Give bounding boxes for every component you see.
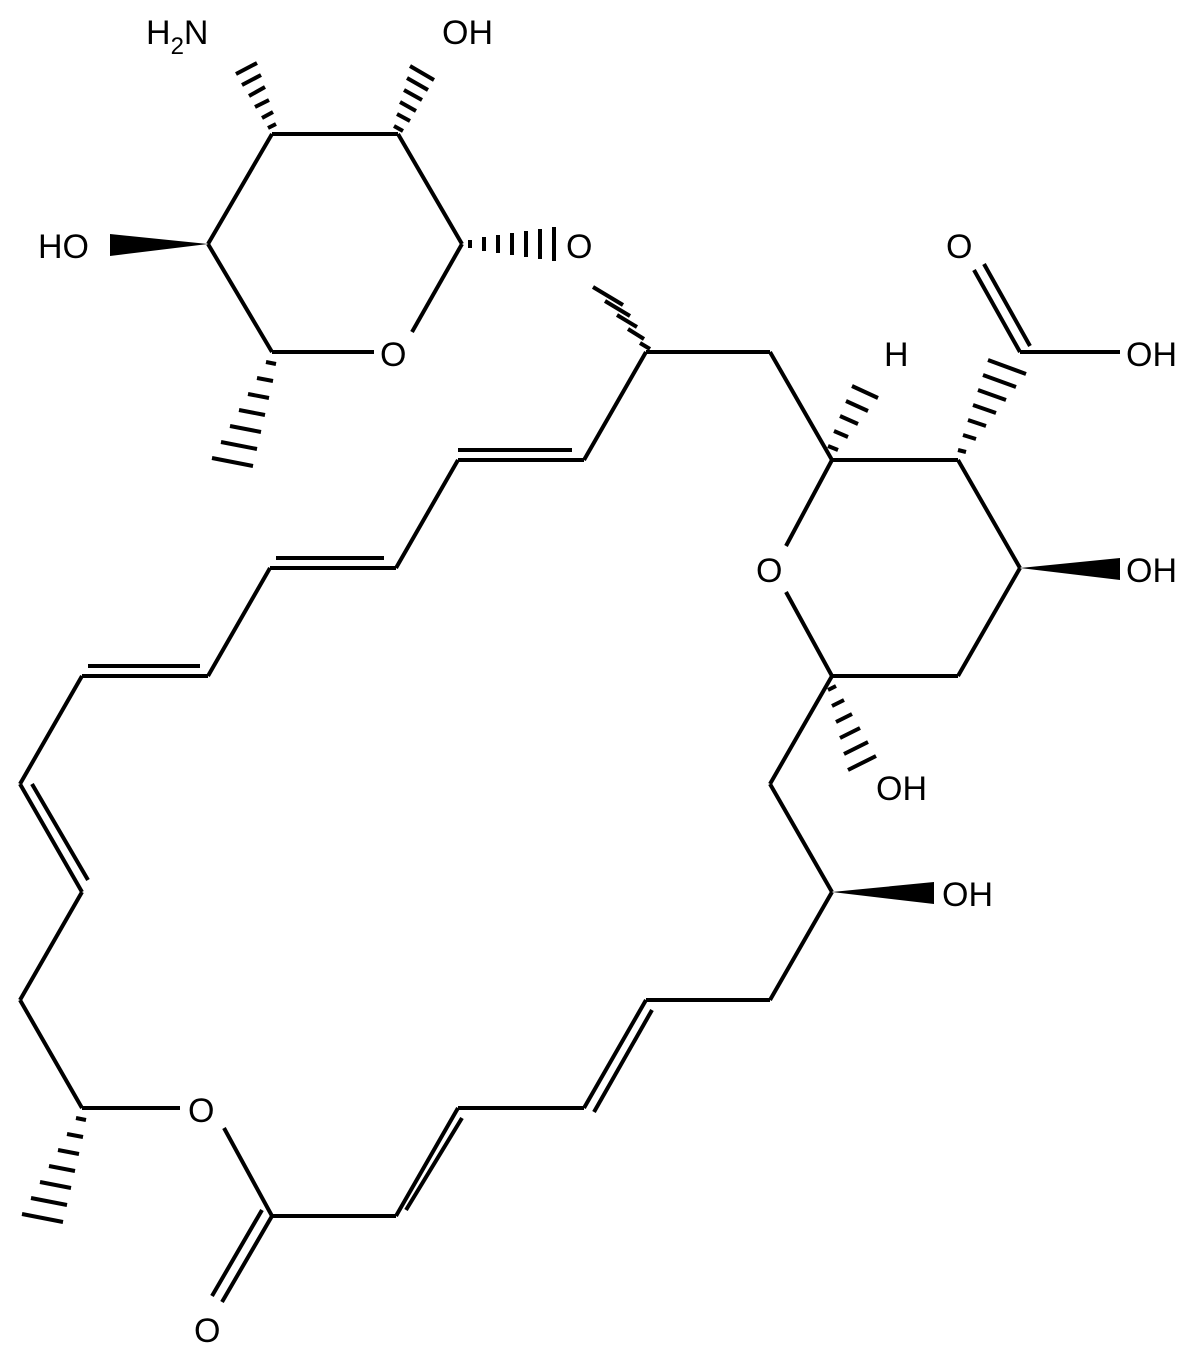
label-o-lactone-ring: O <box>188 1092 214 1130</box>
bond-c21-c22 <box>394 459 460 569</box>
label-o-carbonyl-acid: O <box>946 228 972 266</box>
bond-acid-carbonyl-double <box>982 263 1032 347</box>
bond-acid-carbonyl <box>972 269 1022 353</box>
bond-c1-carbonyl <box>220 1214 274 1304</box>
bond-o-c1 <box>222 1127 274 1217</box>
bond-c6-c7 <box>768 891 834 1001</box>
label-oh-top: OH <box>442 14 493 52</box>
bond-c18-c17 <box>768 351 834 461</box>
label-o-lactone-carbonyl: O <box>194 1312 220 1350</box>
label-o-glycosidic: O <box>566 228 592 266</box>
label-nh2: H2N <box>146 14 208 60</box>
bond-c28-c29 <box>18 999 84 1109</box>
hashed-wedge-c19-o <box>591 285 652 351</box>
bond-c2-c3 <box>394 1107 460 1217</box>
solid-wedge-oh-chain <box>832 882 934 904</box>
label-oh-sugar-left: HO <box>38 228 89 266</box>
bond-sugar-c5-c4 <box>206 242 274 354</box>
carboxylic-acid <box>972 263 1120 354</box>
bond-c2-c3-double <box>404 1116 464 1212</box>
label-oh-chain: OH <box>942 876 993 914</box>
solid-wedge-oh-pyran <box>1020 558 1120 580</box>
label-o-pyran-ring: O <box>756 552 782 590</box>
bond-c19-c20 <box>582 351 648 461</box>
bond-c26-c27 <box>18 783 84 893</box>
hashed-wedge-oh-top <box>393 64 436 133</box>
bond-c7-c8 <box>768 783 834 893</box>
pyran-ring <box>768 351 1120 772</box>
bond-o-c17 <box>784 459 834 547</box>
label-oh-hemiketal: OH <box>876 770 927 808</box>
lactone-region <box>21 675 934 1304</box>
polyene-chain <box>18 350 770 1109</box>
hashed-wedge-glycosidic <box>468 227 556 261</box>
label-oh-acid: OH <box>1126 336 1177 374</box>
hashed-wedge-methyl-lactone <box>21 1116 87 1224</box>
bond-c15-c14 <box>956 567 1022 677</box>
label-o-sugar-ring: O <box>380 336 406 374</box>
hashed-wedge-methyl-sugar <box>211 360 277 468</box>
bond-sugar-c2-c1 <box>396 132 464 246</box>
bond-sugar-c4-c3 <box>206 132 274 246</box>
bond-c26-c27-double <box>30 782 90 882</box>
bond-c4-c5 <box>582 999 648 1109</box>
bond-c4-c5-double <box>592 1009 654 1113</box>
hashed-wedge-hemiketal-oh <box>827 684 877 772</box>
sugar-ring <box>110 61 556 468</box>
bond-sugar-c1-o <box>410 243 464 333</box>
hashed-wedge-h <box>827 384 879 452</box>
atom-labels: H2N OH HO O O H O OH O OH OH OH O O <box>38 14 1177 1350</box>
bond-c1-carbonyl-double <box>210 1208 264 1298</box>
solid-wedge-oh-left <box>110 234 208 256</box>
bond-c16-c15 <box>956 459 1022 569</box>
bond-c13-o <box>784 591 834 677</box>
hashed-wedge-nh2 <box>235 61 277 130</box>
label-h-stereo: H <box>884 336 909 374</box>
bond-c27-c28 <box>18 891 84 1001</box>
label-oh-pyran: OH <box>1126 552 1177 590</box>
bond-c25-c26 <box>18 675 84 785</box>
bond-c23-c24 <box>206 567 272 677</box>
bond-c8-c9 <box>768 675 834 785</box>
hashed-wedge-carboxyl <box>957 358 1027 454</box>
